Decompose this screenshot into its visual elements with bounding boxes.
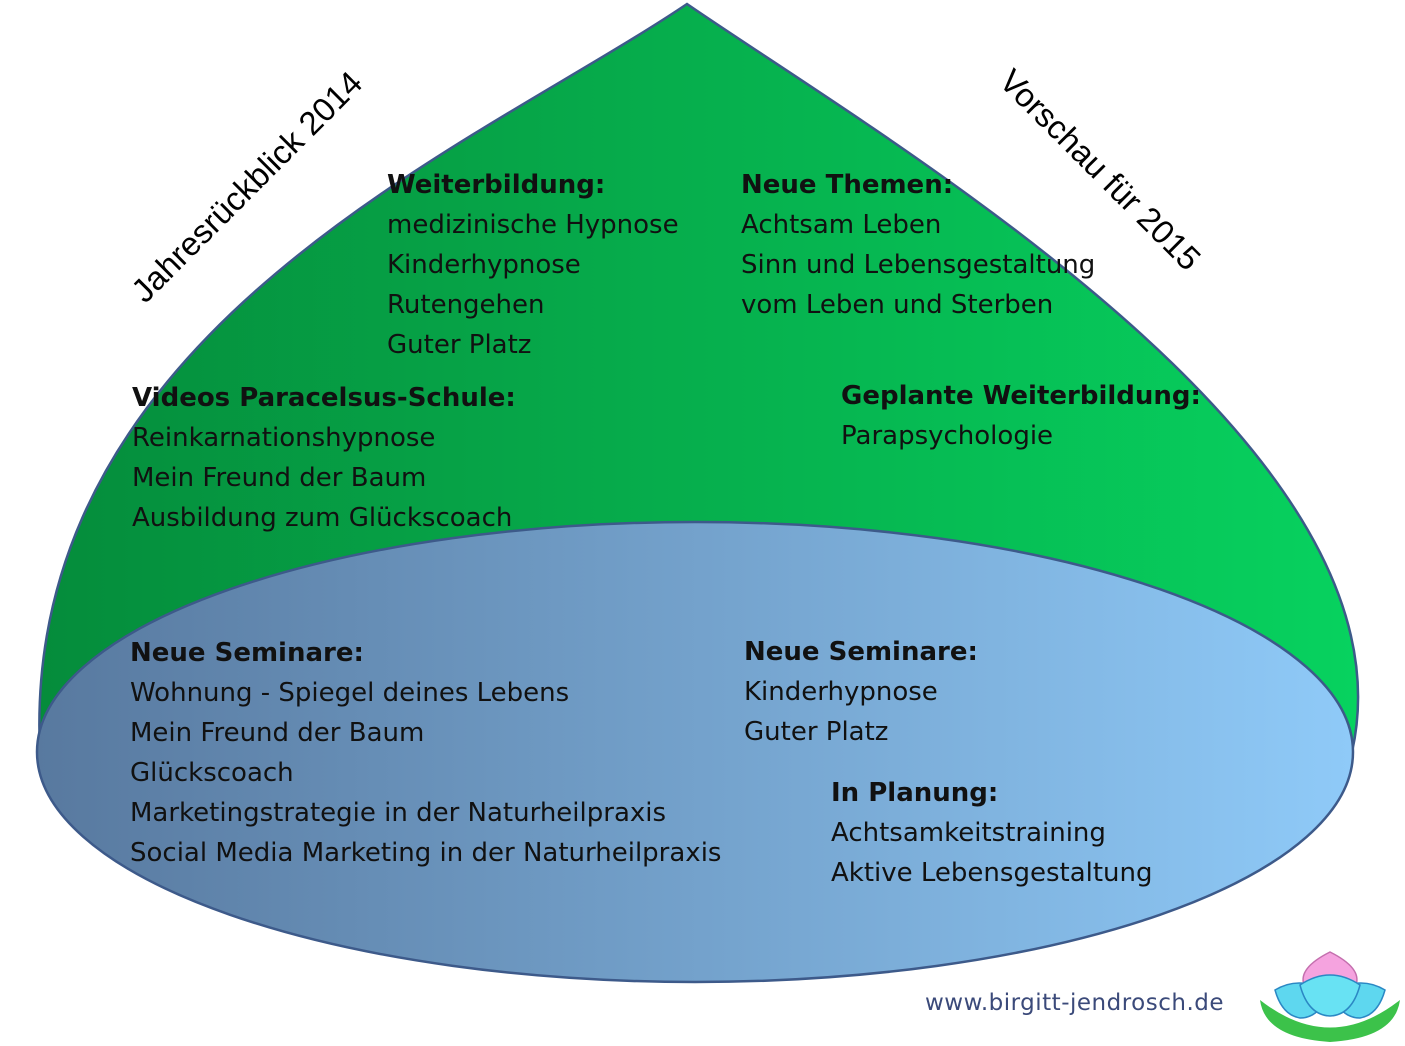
base-ellipse	[35, 520, 1355, 984]
planning-block: In Planung: Achtsamkeitstraining Aktive …	[831, 773, 1153, 893]
lower-left-block: Neue Seminare: Wohnung - Spiegel deines …	[130, 633, 721, 873]
list-item: Achtsamkeitstraining	[831, 818, 1106, 848]
list-item: Guter Platz	[744, 717, 889, 747]
lower-right-heading: Neue Seminare:	[744, 637, 978, 667]
list-item: Rutengehen	[387, 290, 545, 320]
list-item: Guter Platz	[387, 330, 532, 360]
list-item: Achtsam Leben	[741, 210, 942, 240]
mid-left-block: Videos Paracelsus-Schule: Reinkarnations…	[132, 378, 516, 538]
mid-right-block: Geplante Weiterbildung: Parapsychologie	[841, 376, 1201, 456]
lotus-logo-icon	[1260, 951, 1400, 1042]
upper-right-heading: Neue Themen:	[741, 170, 954, 200]
list-item: Mein Freund der Baum	[132, 463, 427, 493]
lower-right-block: Neue Seminare: Kinderhypnose Guter Platz	[744, 632, 978, 752]
planning-heading: In Planung:	[831, 778, 999, 808]
list-item: Kinderhypnose	[744, 677, 938, 707]
lower-left-heading: Neue Seminare:	[130, 638, 364, 668]
list-item: Parapsychologie	[841, 421, 1054, 451]
list-item: Glückscoach	[130, 758, 294, 788]
upper-left-heading: Weiterbildung:	[387, 170, 606, 200]
list-item: vom Leben und Sterben	[741, 290, 1054, 320]
list-item: Wohnung - Spiegel deines Lebens	[130, 678, 570, 708]
list-item: medizinische Hypnose	[387, 210, 679, 240]
list-item: Social Media Marketing in der Naturheilp…	[130, 838, 722, 868]
list-item: Kinderhypnose	[387, 250, 581, 280]
upper-left-block: Weiterbildung: medizinische Hypnose Kind…	[387, 165, 679, 365]
list-item: Reinkarnationshypnose	[132, 423, 436, 453]
list-item: Sinn und Lebensgestaltung	[741, 250, 1096, 280]
list-item: Marketingstrategie in der Naturheilpraxi…	[130, 798, 667, 828]
mid-right-heading: Geplante Weiterbildung:	[841, 381, 1201, 411]
website-url: www.birgitt-jendrosch.de	[925, 990, 1225, 1016]
list-item: Aktive Lebensgestaltung	[831, 858, 1153, 888]
list-item: Mein Freund der Baum	[130, 718, 425, 748]
list-item: Ausbildung zum Glückscoach	[132, 503, 513, 533]
mid-left-heading: Videos Paracelsus-Schule:	[132, 383, 516, 413]
upper-right-block: Neue Themen: Achtsam Leben Sinn und Lebe…	[741, 165, 1095, 325]
